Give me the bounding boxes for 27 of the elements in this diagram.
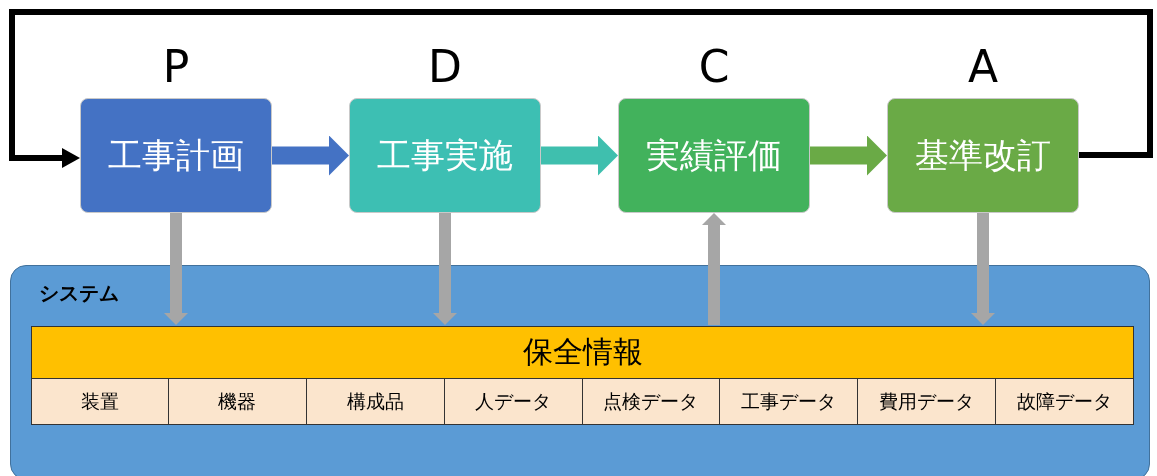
arrow [433, 213, 457, 325]
category-cell: 故障データ [996, 379, 1134, 425]
category-cell: 機器 [168, 379, 307, 425]
process-box: 基準改訂 [887, 98, 1079, 213]
process-box: 工事実施 [349, 98, 541, 213]
panel-title: システム [39, 280, 119, 307]
phase-letter: A [967, 42, 999, 92]
category-cell: 人データ [444, 379, 583, 425]
arrow [702, 213, 726, 325]
category-cell: 装置 [31, 379, 169, 425]
process-box: 実績評価 [618, 98, 810, 213]
category-cell: 構成品 [306, 379, 445, 425]
category-cell: 工事データ [720, 379, 859, 425]
phase-letter: P [162, 42, 190, 92]
feedback-arrow [9, 9, 1153, 168]
phase-letter: D [428, 42, 462, 92]
chevron-arrow [272, 135, 349, 176]
chevron-arrow [541, 135, 618, 176]
arrow [164, 213, 188, 325]
chevron-arrow [810, 135, 887, 176]
arrow [971, 213, 995, 325]
info-band: 保全情報 [31, 326, 1134, 379]
system-panel [10, 265, 1150, 476]
process-box: 工事計画 [80, 98, 272, 213]
category-cell: 費用データ [858, 379, 997, 425]
category-cell: 点検データ [582, 379, 721, 425]
phase-letter: C [698, 42, 730, 92]
